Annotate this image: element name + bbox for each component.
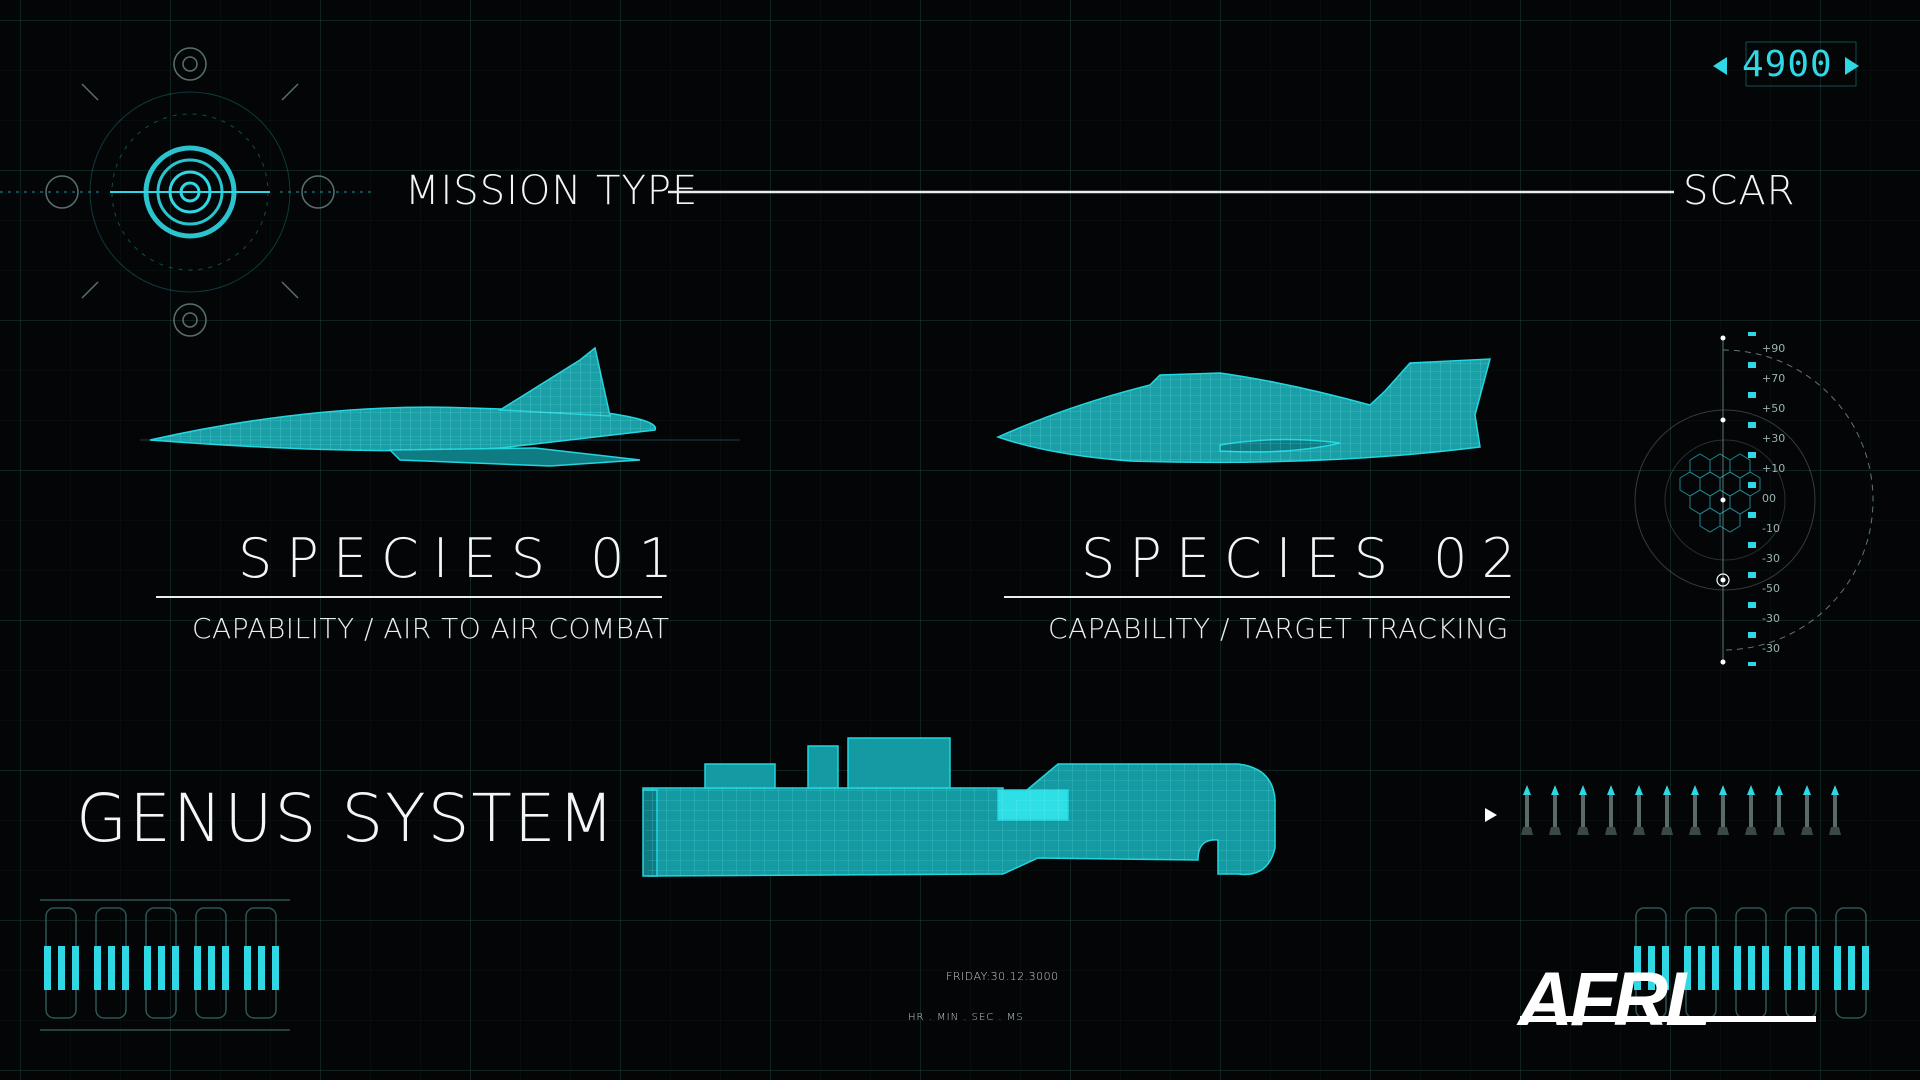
footer-date: FRIDAY:30.12.3000 [946,970,1059,983]
afrl-logo: AFRL [1518,957,1712,1042]
scale-label: 00 [1762,492,1776,505]
scale-label: -30 [1762,552,1780,565]
scale-label: -30 [1762,612,1780,625]
species-02-aircraft-wireframe [995,358,1491,464]
scale-label: +30 [1762,432,1786,445]
counter-prev-icon[interactable] [1713,57,1729,77]
bottom-left-signal-bars [40,899,290,1031]
footer-time-format: HR . MIN . SEC . MS [908,1012,1024,1023]
species-01-capability: CAPABILITY / AIR TO AIR COMBAT [192,612,670,645]
scale-label: +90 [1762,342,1786,355]
scale-label: -50 [1762,582,1780,595]
counter-frame [1745,41,1857,87]
scale-label: -30 [1762,642,1780,655]
radar-reticle-icon [0,47,375,337]
species-02-divider [1004,596,1510,598]
counter-next-icon[interactable] [1845,57,1861,77]
missile-inventory-row [1521,785,1841,835]
missile-play-icon[interactable] [1485,808,1499,822]
mission-type-label: MISSION TYPE [405,168,699,214]
counter-value: 4900 [1742,44,1833,85]
species-01-aircraft-wireframe [140,346,740,467]
species-01-divider [156,596,662,598]
species-02-capability: CAPABILITY / TARGET TRACKING [1048,612,1509,645]
mission-type-value: SCAR [1683,168,1796,214]
afrl-logo-underline [1520,1016,1816,1022]
species-02-title: SPECIES 02 [1081,527,1530,590]
bottom-right-signal-bars [1634,907,1869,1019]
scale-label: +70 [1762,372,1786,385]
mission-type-divider [668,190,1674,194]
altitude-scale-gauge [1634,332,1874,666]
species-01-title: SPECIES 01 [238,527,687,590]
genus-system-label: GENUS SYSTEM [76,780,617,857]
scale-label: +10 [1762,462,1786,475]
genus-system-wireframe [642,737,1276,877]
scale-label: -10 [1762,522,1780,535]
scale-label: +50 [1762,402,1786,415]
